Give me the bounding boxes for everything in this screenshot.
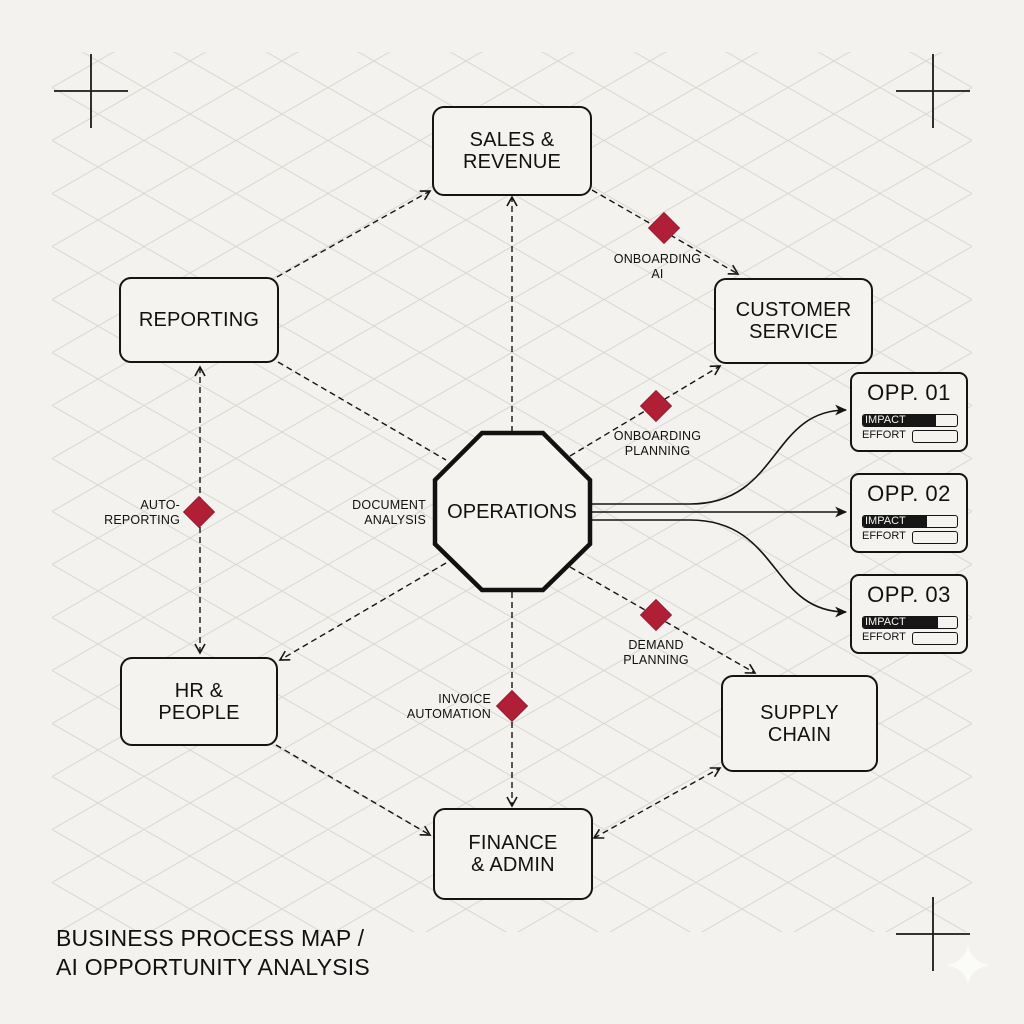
edge-reporting-operations xyxy=(277,361,447,461)
impact-fill xyxy=(863,415,937,426)
node-customer-service[interactable]: CUSTOMER SERVICE xyxy=(714,278,873,364)
node-supply-chain[interactable]: SUPPLY CHAIN xyxy=(721,675,878,772)
ai-opportunity-diamond-invoice-automation[interactable] xyxy=(495,689,529,723)
node-hr-people[interactable]: HR & PEOPLE xyxy=(120,657,278,746)
ai-opportunity-diamond-demand-planning[interactable] xyxy=(639,598,673,632)
effort-bar xyxy=(912,632,958,645)
effort-label: EFFORT xyxy=(862,530,906,542)
ai-opportunity-diamond-auto-reporting[interactable] xyxy=(182,495,216,529)
edge-operations-customer xyxy=(569,365,722,457)
edge-operations-hr xyxy=(278,562,447,661)
effort-label: EFFORT xyxy=(862,429,906,441)
title-line-2: AI OPPORTUNITY ANALYSIS xyxy=(56,954,370,980)
annotation-onboarding-ai: ONBOARDING AI xyxy=(613,252,702,281)
opportunity-card-02[interactable]: OPP. 02 IMPACT EFFORT xyxy=(850,473,968,553)
annotation-invoice-automation: INVOICE AUTOMATION xyxy=(406,692,491,721)
annotation-demand-planning: DEMAND PLANNING xyxy=(623,638,689,667)
impact-label: IMPACT xyxy=(865,515,906,527)
effort-meter: EFFORT xyxy=(862,530,958,544)
impact-fill xyxy=(863,617,939,628)
opportunity-title: OPP. 01 xyxy=(867,380,951,405)
operations-label: OPERATIONS xyxy=(447,500,577,523)
effort-bar xyxy=(912,430,958,443)
node-label: FINANCE & ADMIN xyxy=(468,832,558,876)
node-reporting[interactable]: REPORTING xyxy=(119,277,279,363)
opportunity-card-03[interactable]: OPP. 03 IMPACT EFFORT xyxy=(850,574,968,654)
node-label: CUSTOMER SERVICE xyxy=(735,299,852,343)
impact-label: IMPACT xyxy=(865,616,906,628)
impact-meter: IMPACT xyxy=(862,414,958,427)
node-label: HR & PEOPLE xyxy=(158,679,240,724)
opportunity-card-01[interactable]: OPP. 01 IMPACT EFFORT xyxy=(850,372,968,452)
effort-label: EFFORT xyxy=(862,631,906,643)
impact-fill xyxy=(863,516,927,527)
node-finance-admin[interactable]: FINANCE & ADMIN xyxy=(433,808,593,900)
sparkle-icon xyxy=(946,945,990,985)
edge-operations-opp03 xyxy=(592,519,848,618)
effort-bar xyxy=(912,531,958,544)
operations-hub-octagon[interactable] xyxy=(432,430,593,593)
edge-operations-supply xyxy=(569,566,757,674)
edge-finance-supply xyxy=(592,767,722,839)
opportunity-title: OPP. 02 xyxy=(867,481,951,506)
title-line-1: BUSINESS PROCESS MAP / xyxy=(56,925,365,951)
annotation-document-analysis: DOCUMENT ANALYSIS xyxy=(352,498,426,527)
impact-label: IMPACT xyxy=(865,414,906,426)
ai-opportunity-diamond-onboarding-planning[interactable] xyxy=(639,389,673,423)
annotation-auto-reporting: AUTO- REPORTING xyxy=(104,498,180,527)
crosshair-marks xyxy=(54,54,970,971)
impact-meter: IMPACT xyxy=(862,616,958,629)
diagram-title: BUSINESS PROCESS MAP / AI OPPORTUNITY AN… xyxy=(56,924,370,982)
node-label: REPORTING xyxy=(138,309,260,331)
node-label: SALES & REVENUE xyxy=(462,129,562,173)
impact-meter: IMPACT xyxy=(862,515,958,528)
ai-opportunity-diamond-onboarding-ai[interactable] xyxy=(647,211,681,245)
effort-meter: EFFORT xyxy=(862,631,958,645)
node-sales-revenue[interactable]: SALES & REVENUE xyxy=(432,106,592,196)
effort-meter: EFFORT xyxy=(862,429,958,443)
annotation-onboarding-planning: ONBOARDING PLANNING xyxy=(613,429,702,458)
edge-operations-opp01 xyxy=(592,404,848,505)
opportunity-title: OPP. 03 xyxy=(867,582,951,607)
node-label: SUPPLY CHAIN xyxy=(760,701,839,746)
